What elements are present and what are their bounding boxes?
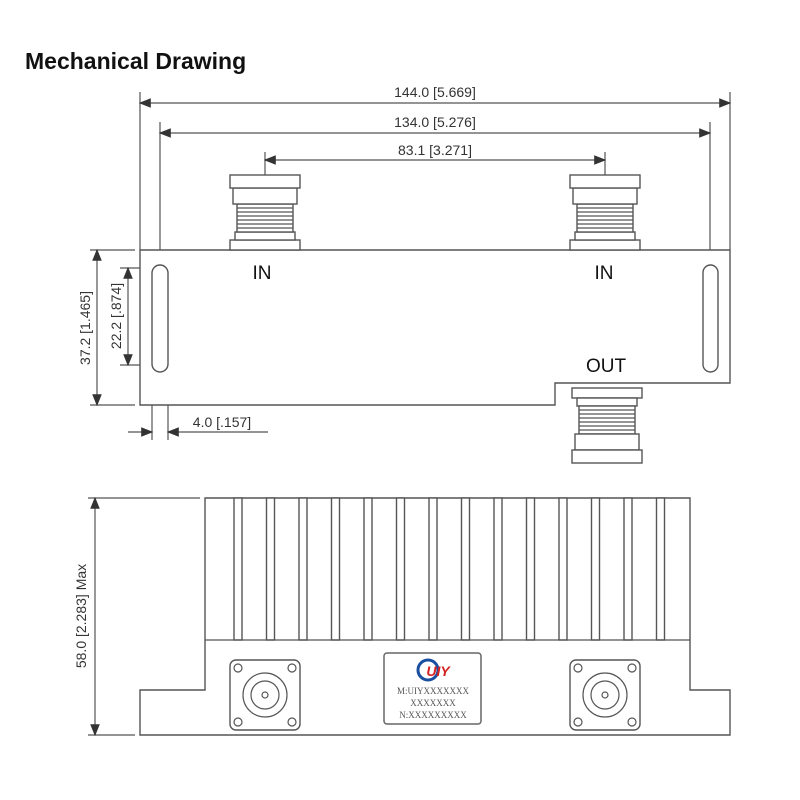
housing-top	[139, 249, 731, 406]
heatsink-fin	[655, 497, 666, 641]
heatsink-fin	[298, 497, 308, 641]
svg-text:UIY: UIY	[426, 663, 451, 679]
connector-front-right	[569, 659, 641, 731]
product-label: UIY M:UIYXXXXXXX XXXXXXX N:XXXXXXXXX	[383, 652, 482, 725]
connector-out	[571, 387, 643, 464]
heatsink-fin	[558, 497, 568, 641]
heatsink-fin	[395, 497, 406, 641]
label-line-2: XXXXXXX	[410, 698, 456, 708]
mounting-slot-left	[151, 264, 169, 373]
label-line-1: M:UIYXXXXXXX	[397, 686, 469, 696]
dim-max-height: 58.0 [2.283] Max	[73, 564, 89, 668]
heatsink-fin	[233, 497, 243, 641]
top-view: 144.0 [5.669] 134.0 [5.276] 83.1 [3.271]…	[77, 84, 732, 464]
dim-slot-offset: 4.0 [.157]	[193, 414, 251, 430]
heatsink-fin	[460, 497, 471, 641]
port-label-in-left: IN	[253, 263, 272, 284]
dim-height: 37.2 [1.465]	[77, 291, 93, 365]
label-line-3: N:XXXXXXXXX	[399, 710, 467, 720]
dim-overall-length: 144.0 [5.669]	[394, 84, 476, 100]
heatsink-fin	[265, 497, 276, 641]
heatsink-fin	[493, 497, 503, 641]
mounting-slot-right	[702, 264, 719, 373]
dim-connector-spacing: 83.1 [3.271]	[398, 142, 472, 158]
heatsink-fin	[428, 497, 438, 641]
port-label-in-right: IN	[595, 263, 614, 284]
heatsink-fin	[590, 497, 601, 641]
connector-in-right	[569, 174, 641, 251]
dim-mounting-span: 134.0 [5.276]	[394, 114, 476, 130]
heatsink-fins	[233, 497, 666, 641]
logo: UIY	[416, 658, 451, 682]
dim-slot-length: 22.2 [.874]	[108, 283, 124, 349]
front-view: 58.0 [2.283] Max UIY M:UIYXXXXXXX XXXXXX…	[73, 496, 731, 737]
heatsink-fin	[363, 497, 373, 641]
heatsink-fin	[525, 497, 536, 641]
page-title: Mechanical Drawing	[25, 48, 247, 74]
dimension-lines	[92, 98, 732, 437]
connector-front-left	[229, 659, 301, 731]
heatsink-fin	[623, 497, 633, 641]
connector-in-left	[229, 174, 301, 251]
port-label-out: OUT	[586, 356, 627, 377]
heatsink-fin	[330, 497, 341, 641]
